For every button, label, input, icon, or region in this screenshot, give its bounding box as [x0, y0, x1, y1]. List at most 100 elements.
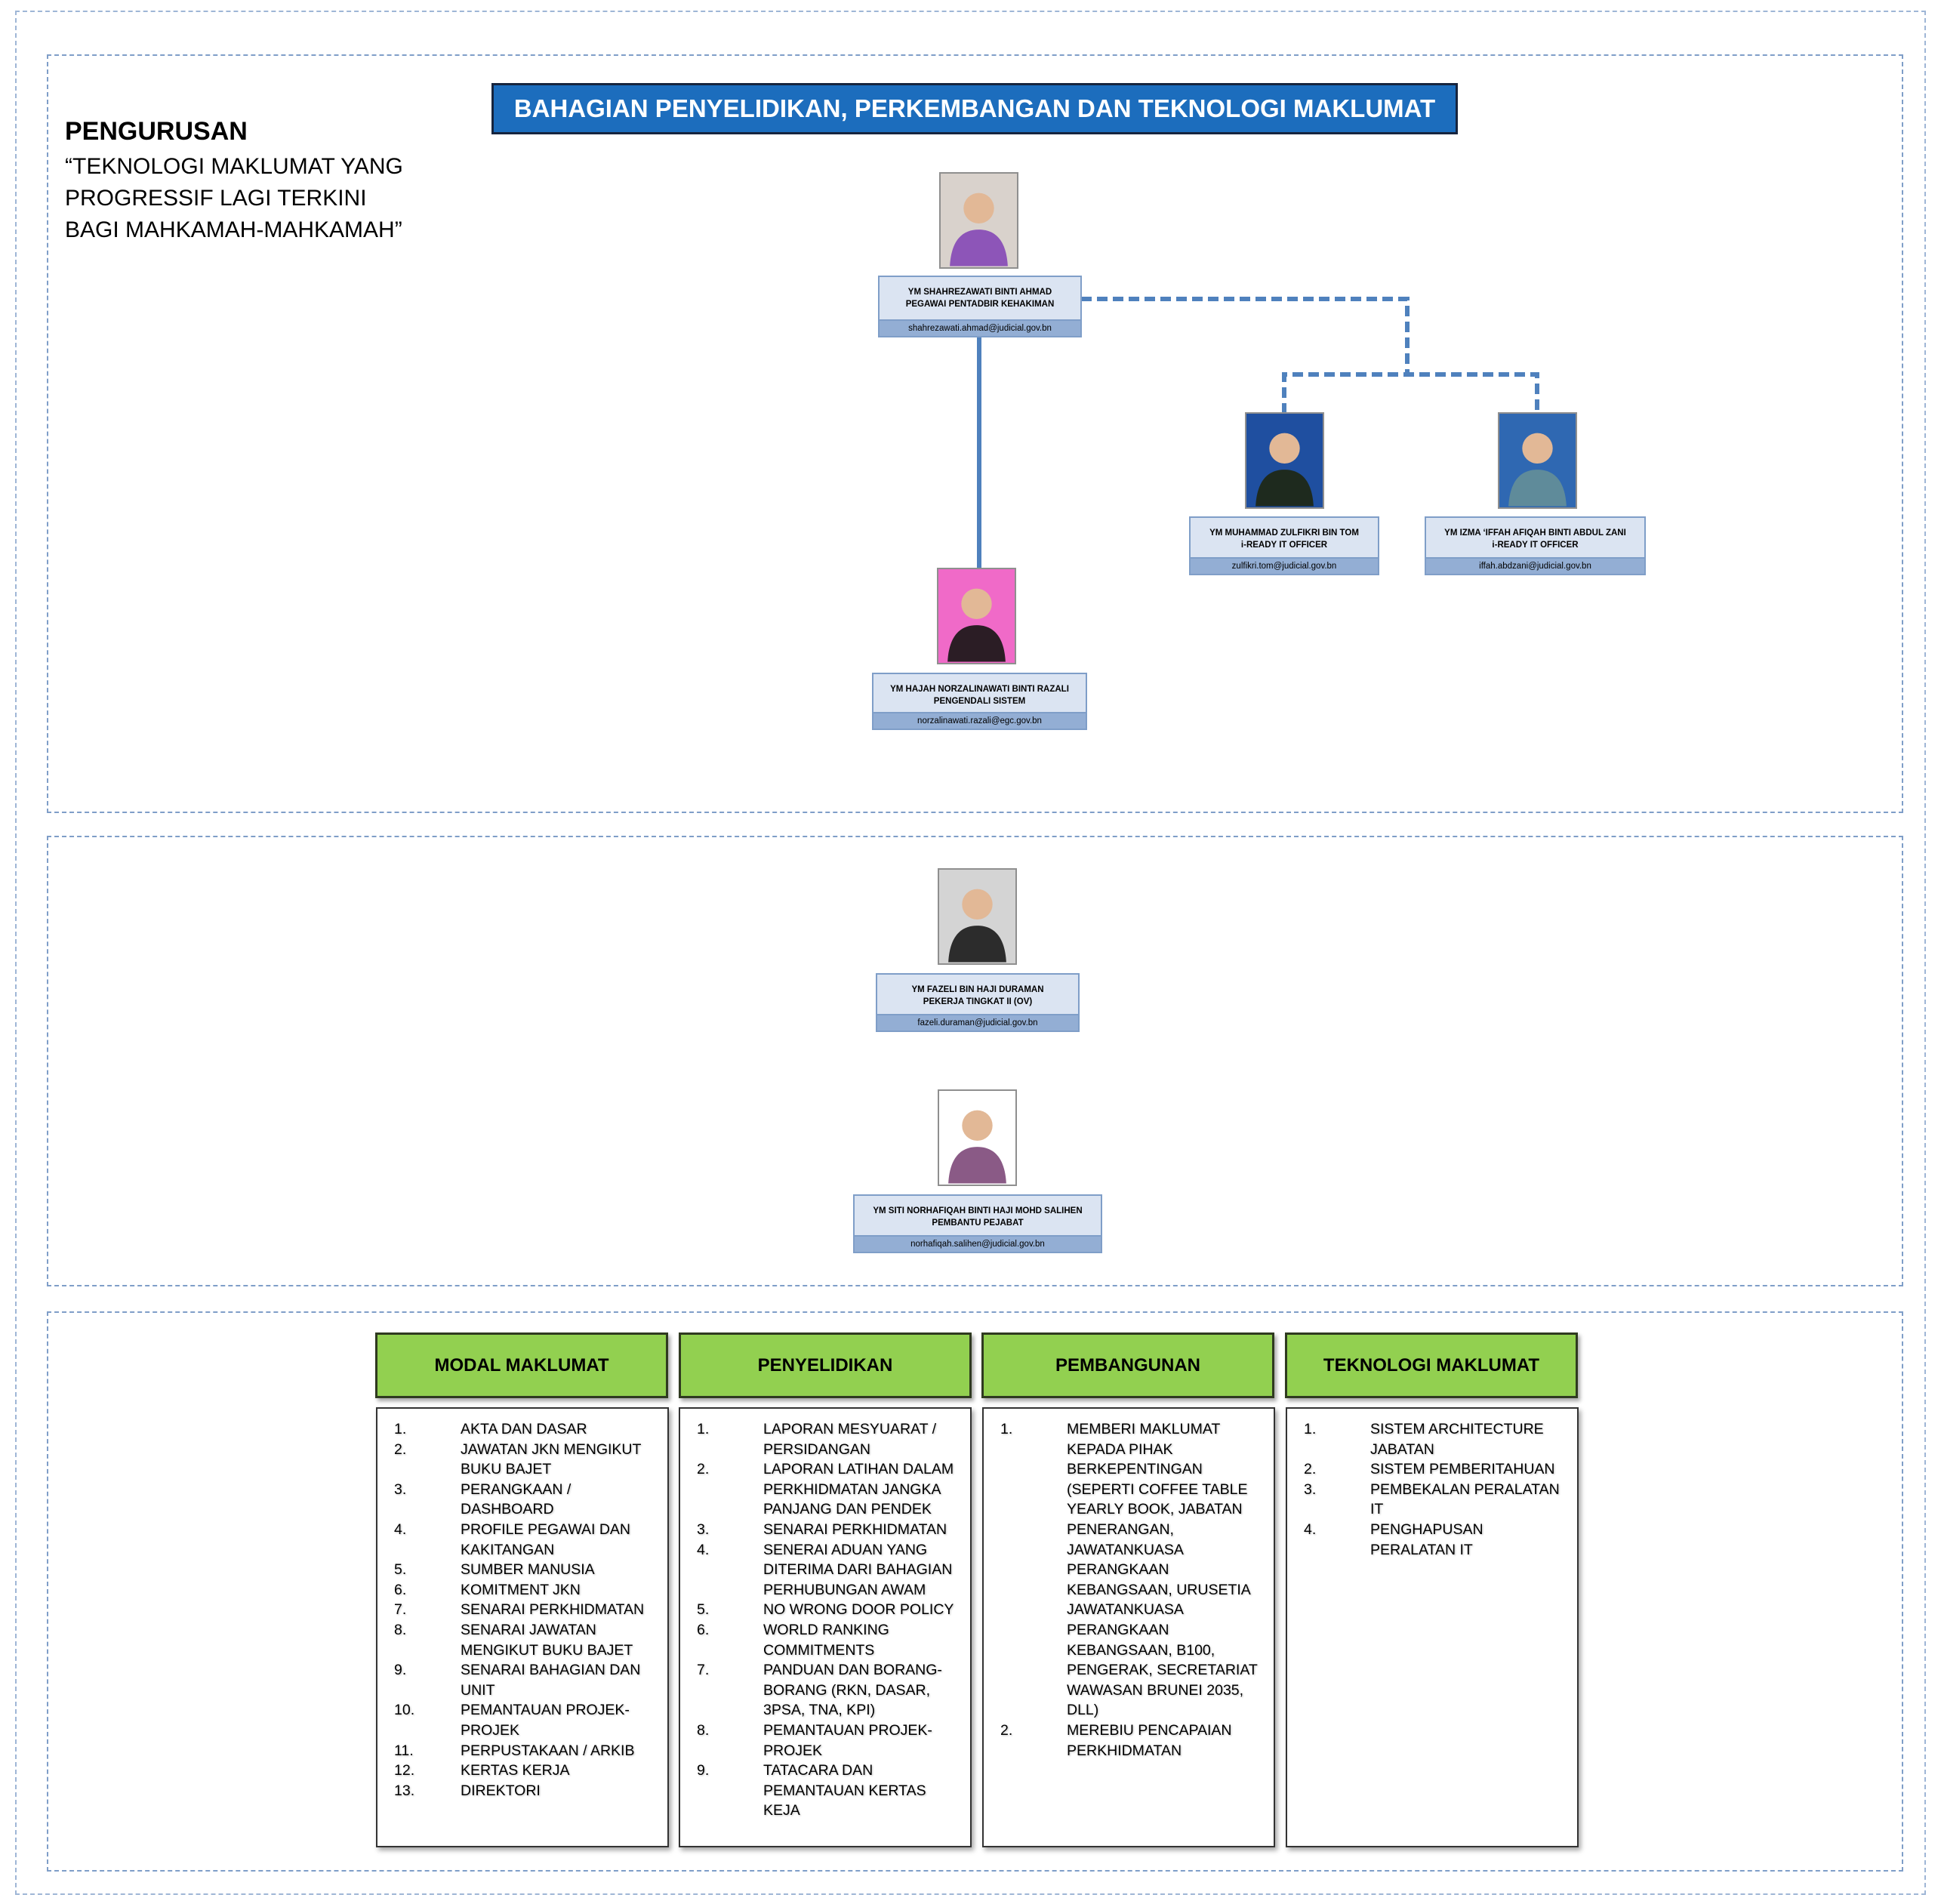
list-item-number: 6.: [697, 1621, 710, 1638]
list-item: 2. MEREBIU PENCAPAIAN PERKHIDMATAN: [984, 1721, 1263, 1761]
list-item: 7. PANDUAN DAN BORANG-BORANG (RKN, DASAR,…: [680, 1660, 960, 1721]
list-item-text: SENARAI JAWATAN MENGIKUT BUKU BAJET: [461, 1621, 633, 1659]
list-item-text: PROFILE PEGAWAI DAN KAKITANGAN: [461, 1520, 631, 1558]
list-item-number: 1.: [1304, 1421, 1317, 1437]
person-icon: [1499, 414, 1576, 507]
photo-assistant: [938, 1089, 1017, 1186]
list-item: 9.TATACARA DAN PEMANTAUAN KERTAS KEJA: [680, 1761, 960, 1821]
list-item-text: SENARAI BAHAGIAN DAN UNIT: [461, 1662, 641, 1699]
section-management: [47, 54, 1903, 813]
list-item-number: 9.: [697, 1762, 710, 1779]
management-heading: PENGURUSAN: [65, 117, 248, 146]
list-item-number: 3.: [1304, 1480, 1317, 1498]
list-item-number: 4.: [1304, 1520, 1317, 1538]
list-item: 8.PEMANTAUAN PROJEK-PROJEK: [680, 1721, 960, 1761]
list-item-number: 2.: [1000, 1721, 1013, 1739]
list-item: 11. PERPUSTAKAAN / ARKIB: [377, 1741, 657, 1761]
list-item: 6.KOMITMENT JKN: [377, 1580, 657, 1601]
list-item: 10. PEMANTAUAN PROJEK-PROJEK: [377, 1700, 657, 1740]
list-item-number: 13.: [394, 1782, 415, 1799]
card-email: shahrezawati.ahmad@judicial.gov.bn: [880, 319, 1080, 336]
photo-system-operator: [937, 568, 1016, 664]
list-item: 2. LAPORAN LATIHAN DALAM PERKHIDMATAN JAN…: [680, 1459, 960, 1520]
card-role: i-READY IT OFFICER: [1240, 541, 1328, 550]
person-icon: [938, 569, 1015, 663]
card-name: YM HAJAH NORZALINAWATI BINTI RAZALI: [890, 685, 1069, 694]
list-item-text: PANDUAN DAN BORANG-BORANG (RKN, DASAR, 3…: [763, 1662, 942, 1719]
list-item: 3.PERANGKAAN / DASHBOARD: [377, 1480, 657, 1520]
list-item: 1. MEMBERI MAKLUMAT KEPADA PIHAK BERKEPEN…: [984, 1419, 1263, 1721]
list-item: 7.SENARAI PERKHIDMATAN: [377, 1600, 657, 1620]
card-email: fazeli.duraman@judicial.gov.bn: [877, 1014, 1078, 1031]
list-item: 13. DIREKTORI: [377, 1781, 657, 1801]
list-item: 2. JAWATAN JKN MENGIKUT BUKU BAJET: [377, 1440, 657, 1480]
section-functions: [47, 1311, 1903, 1872]
list-item-text: WORLD RANKING COMMITMENTS: [763, 1621, 889, 1659]
list-item-text: SUMBER MANUSIA: [461, 1561, 595, 1579]
management-motto: “TEKNOLOGI MAKLUMAT YANG PROGRESSIF LAGI…: [65, 154, 403, 242]
column-list-pembangunan: 1. MEMBERI MAKLUMAT KEPADA PIHAK BERKEPEN…: [982, 1407, 1275, 1847]
card-name: YM IZMA ‘IFFAH AFIQAH BINTI ABDUL ZANI: [1444, 528, 1626, 538]
list-item-number: 4.: [394, 1520, 407, 1538]
list-item-number: 10.: [394, 1702, 415, 1719]
list-item-number: 1.: [1000, 1421, 1013, 1437]
list-item-text: SENARAI PERKHIDMATAN: [763, 1520, 947, 1538]
photo-it-officer-1: [1245, 412, 1324, 509]
card-role: PEMBANTU PEJABAT: [932, 1218, 1024, 1228]
list-item-number: 5.: [697, 1601, 710, 1619]
list-item: 1. LAPORAN MESYUARAT / PERSIDANGAN: [680, 1419, 960, 1459]
card-email: iffah.abdzani@judicial.gov.bn: [1426, 557, 1644, 574]
list-item-number: 2.: [697, 1461, 710, 1478]
page-title: BAHAGIAN PENYELIDIKAN, PERKEMBANGAN DAN …: [491, 83, 1458, 134]
list-item-number: 8.: [697, 1721, 710, 1739]
list-item-text: LAPORAN MESYUARAT / PERSIDANGAN: [763, 1421, 937, 1458]
list-item-text: SENARAI PERKHIDMATAN: [461, 1601, 645, 1619]
list-item-text: LAPORAN LATIHAN DALAM PERKHIDMATAN JANGK…: [763, 1461, 954, 1518]
section-support-staff: [47, 836, 1903, 1286]
list-item-text: MEMBERI MAKLUMAT KEPADA PIHAK BERKEPENTI…: [1067, 1421, 1258, 1719]
list-item-text: MEREBIU PENCAPAIAN PERKHIDMATAN: [1067, 1721, 1232, 1759]
card-role: i-READY IT OFFICER: [1492, 541, 1579, 550]
list-item-number: 2.: [394, 1440, 407, 1458]
list-item: 2. SISTEM PEMBERITAHUAN: [1287, 1459, 1567, 1480]
column-header-teknologi-maklumat: TEKNOLOGI MAKLUMAT: [1285, 1332, 1578, 1398]
card-role: PEKERJA TINGKAT II (OV): [923, 997, 1033, 1006]
list-item: 1.AKTA DAN DASAR: [377, 1419, 657, 1440]
list-item-text: JAWATAN JKN MENGIKUT BUKU BAJET: [461, 1440, 642, 1478]
list-item-text: KERTAS KERJA: [461, 1762, 570, 1779]
list-item-text: SISTEM PEMBERITAHUAN: [1370, 1461, 1555, 1478]
column-header-penyelidikan: PENYELIDIKAN: [679, 1332, 972, 1398]
card-email: zulfikri.tom@judicial.gov.bn: [1191, 557, 1378, 574]
list-item-number: 8.: [394, 1621, 407, 1638]
list-item-text: DIREKTORI: [461, 1782, 541, 1799]
list-item-number: 7.: [697, 1662, 710, 1679]
list-item-text: PERANGKAAN / DASHBOARD: [461, 1480, 572, 1518]
list-item-text: PENGHAPUSAN PERALATAN IT: [1370, 1520, 1483, 1558]
card-head: YM SHAHREZAWATI BINTI AHMAD PEGAWAI PENT…: [878, 276, 1082, 337]
card-worker: YM FAZELI BIN HAJI DURAMAN PEKERJA TINGK…: [876, 973, 1080, 1032]
person-icon: [939, 1091, 1015, 1185]
card-assistant: YM SITI NORHAFIQAH BINTI HAJI MOHD SALIH…: [853, 1194, 1102, 1253]
list-item: 6. WORLD RANKING COMMITMENTS: [680, 1620, 960, 1660]
card-name: YM SITI NORHAFIQAH BINTI HAJI MOHD SALIH…: [873, 1206, 1083, 1215]
list-item-number: 2.: [1304, 1461, 1317, 1478]
list-item-number: 1.: [697, 1421, 710, 1437]
card-role: PENGENDALI SISTEM: [933, 697, 1026, 706]
card-name: YM FAZELI BIN HAJI DURAMAN: [911, 985, 1044, 994]
column-header-modal-maklumat: MODAL MAKLUMAT: [375, 1332, 668, 1398]
list-item-number: 1.: [394, 1421, 407, 1437]
card-email: norzalinawati.razali@egc.gov.bn: [873, 712, 1086, 729]
list-item-text: KOMITMENT JKN: [461, 1581, 581, 1598]
list-item-text: PEMANTAUAN PROJEK-PROJEK: [461, 1702, 630, 1739]
list-item: 8. SENARAI JAWATAN MENGIKUT BUKU BAJET: [377, 1620, 657, 1660]
list-item-number: 11.: [394, 1742, 414, 1759]
list-item-text: PERPUSTAKAAN / ARKIB: [461, 1742, 635, 1759]
list-item: 4. PROFILE PEGAWAI DAN KAKITANGAN: [377, 1520, 657, 1560]
photo-it-officer-2: [1498, 412, 1577, 509]
list-item-number: 4.: [697, 1541, 710, 1558]
list-item: 5.SUMBER MANUSIA: [377, 1560, 657, 1580]
list-item: 5.NO WRONG DOOR POLICY: [680, 1600, 960, 1620]
outer-frame: [15, 11, 1926, 1895]
